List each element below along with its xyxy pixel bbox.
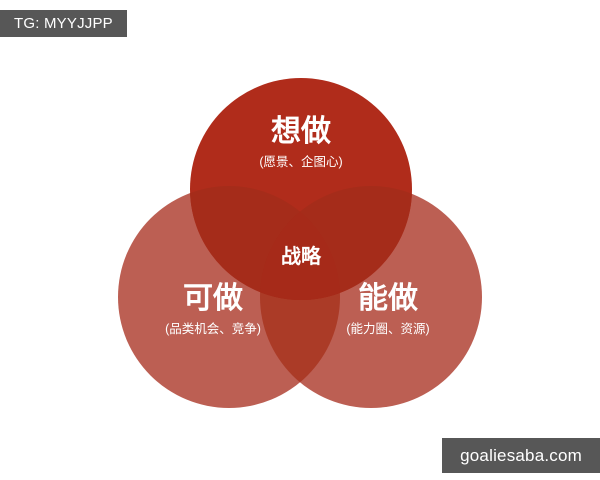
venn-label-bottom-left-subtitle: (品类机会、竞争) <box>165 322 261 336</box>
venn-labels-group: 想做 (愿景、企图心) 可做 (品类机会、竞争) 能做 (能力圈、资源) 战略 <box>165 115 430 336</box>
watermark-badge: goaliesaba.com <box>442 438 600 473</box>
venn-overlap-triple-outer <box>260 186 340 300</box>
venn-label-bottom-right-subtitle: (能力圈、资源) <box>346 322 429 336</box>
venn-label-top-title: 想做 <box>271 115 331 148</box>
venn-label-bottom-right-title: 能做 <box>358 282 418 315</box>
watermark-label: goaliesaba.com <box>460 445 582 465</box>
venn-circles-group <box>118 78 482 408</box>
tg-badge-label: TG: MYYJJPP <box>14 15 113 32</box>
venn-label-bottom-left-title: 可做 <box>183 282 243 315</box>
venn-label-center: 战略 <box>281 244 322 268</box>
venn-label-top-subtitle: (愿景、企图心) <box>259 154 342 169</box>
tg-badge: TG: MYYJJPP <box>0 10 127 37</box>
